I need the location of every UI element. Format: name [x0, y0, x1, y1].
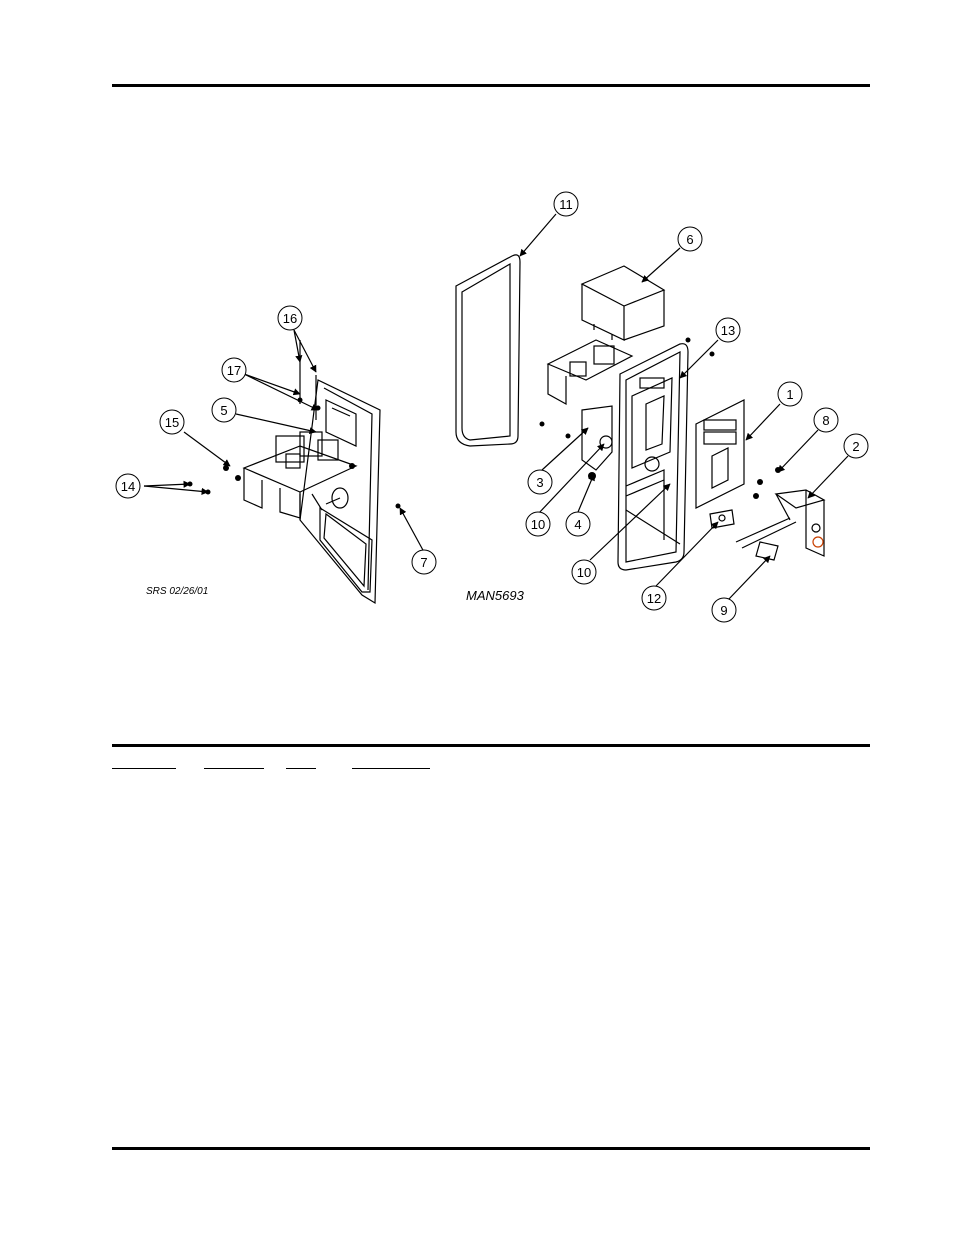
- callout-label-11: 12: [647, 591, 661, 606]
- callout-label: 10: [577, 565, 591, 580]
- bracket-part-11: [710, 510, 734, 528]
- callout-label: 5: [220, 403, 227, 418]
- callout-label: 13: [721, 323, 735, 338]
- gasket-part-12: [456, 255, 520, 446]
- column-header-ref: [112, 760, 176, 769]
- callout-label: 8: [822, 413, 829, 428]
- callout-label: 15: [165, 415, 179, 430]
- drawing-stamp-right: MAN5693: [466, 588, 525, 603]
- column-header-part: [204, 760, 264, 769]
- callout-label: 11: [559, 197, 573, 212]
- callout-label: 1: [786, 387, 793, 402]
- panel-part-13: [618, 344, 688, 570]
- callout-label: 9: [720, 603, 727, 618]
- callout-label: 4: [574, 517, 581, 532]
- left-assembly: [244, 340, 380, 603]
- bezel-part-1: [696, 400, 744, 508]
- callout-11-overlay: 12: [642, 586, 666, 610]
- callout-label: 17: [227, 363, 241, 378]
- coin-acceptor-part-2: [776, 490, 824, 556]
- callout-label: 6: [686, 232, 693, 247]
- callout-bubbles: [116, 192, 868, 622]
- cover-part-6: [582, 266, 664, 340]
- footer-rule: [112, 1147, 870, 1150]
- callout-label: 14: [121, 479, 135, 494]
- callout-label: 2: [852, 439, 859, 454]
- parts-list-rule: [112, 744, 870, 747]
- drawing-stamp-left: SRS 02/26/01: [146, 586, 208, 597]
- callout-label: 3: [536, 475, 543, 490]
- callout-label: 16: [283, 311, 297, 326]
- callout-label: 7: [420, 555, 427, 570]
- column-header-description: [352, 760, 430, 769]
- column-header-qty: [286, 760, 316, 769]
- callout-label: 10: [531, 517, 545, 532]
- wire-harness-part-9: [736, 518, 796, 560]
